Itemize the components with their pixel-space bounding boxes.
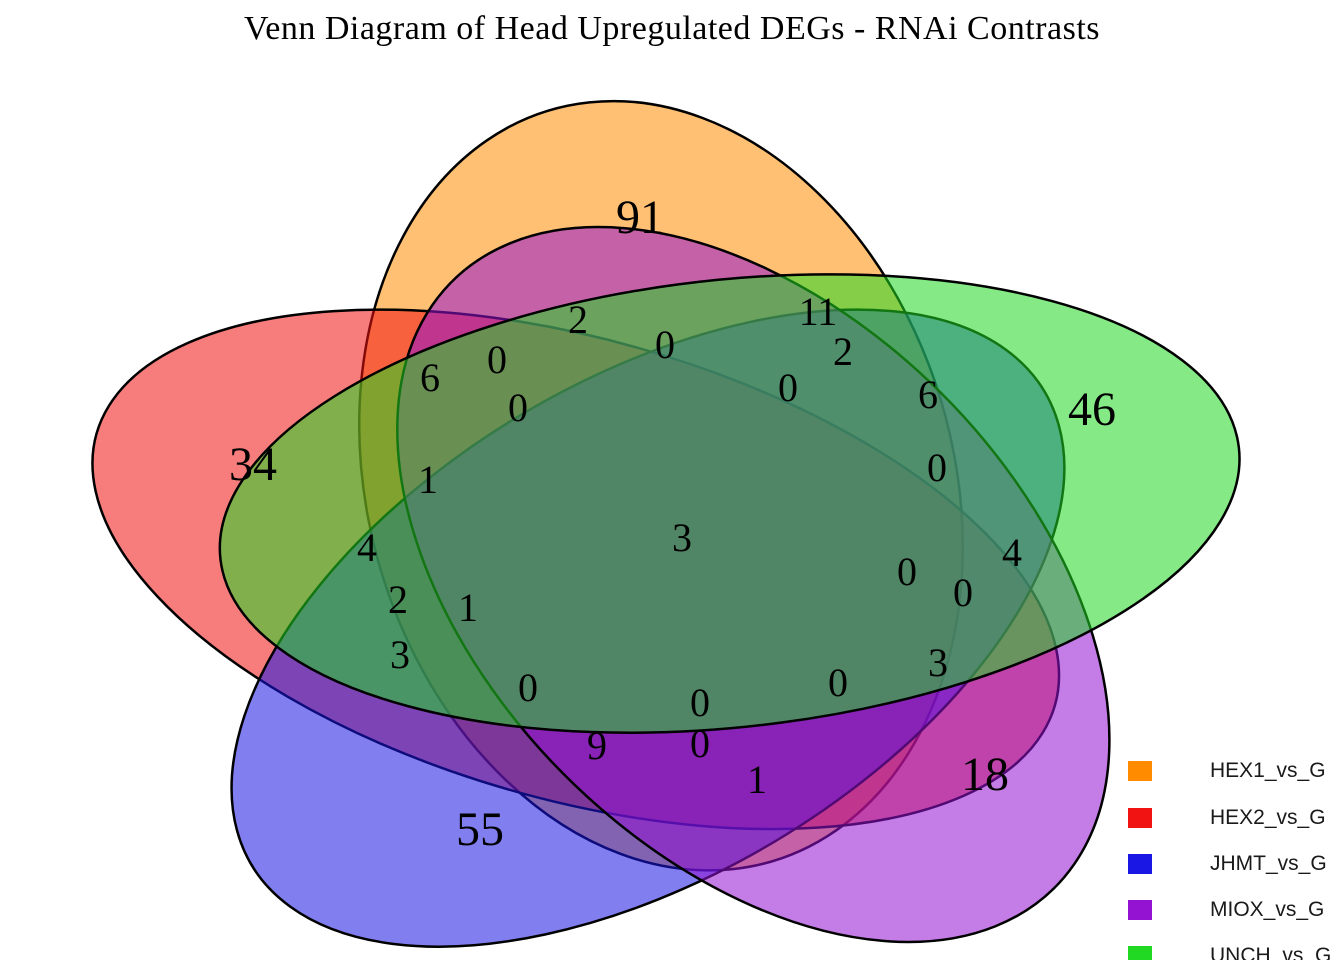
region-count: 6 (420, 355, 440, 400)
region-count: 2 (568, 297, 588, 342)
legend-item-hex2: HEX2_vs_G (1128, 806, 1326, 830)
region-count: 9 (587, 723, 607, 768)
region-count: 4 (357, 525, 377, 570)
region-count: 0 (953, 570, 973, 615)
legend-label-hex2: HEX2_vs_G (1210, 806, 1326, 829)
region-count: 3 (390, 632, 410, 677)
legend-label-unch: UNCH_vs_G (1210, 944, 1332, 960)
region-count: 0 (778, 365, 798, 410)
region-count: 0 (897, 549, 917, 594)
region-count: 1 (418, 457, 438, 502)
legend-item-unch: UNCH_vs_G (1128, 944, 1331, 960)
chart-title: Venn Diagram of Head Upregulated DEGs - … (243, 10, 1101, 47)
region-count: 55 (456, 803, 504, 856)
legend-label-hex1: HEX1_vs_G (1210, 759, 1326, 782)
legend-item-hex1: HEX1_vs_G (1128, 759, 1326, 783)
ellipse-unch (171, 217, 1288, 790)
region-count: 18 (961, 748, 1009, 801)
region-count: 0 (690, 680, 710, 725)
region-count: 0 (487, 337, 507, 382)
legend-label-miox: MIOX_vs_G (1210, 898, 1325, 921)
region-count: 3 (928, 640, 948, 685)
region-count: 4 (1002, 530, 1022, 575)
venn-ellipses (0, 71, 1288, 960)
region-count: 0 (655, 322, 675, 367)
region-count: 91 (616, 191, 664, 244)
legend-swatch-unch (1128, 946, 1152, 960)
legend-item-jhmt: JHMT_vs_G (1128, 852, 1327, 876)
region-count: 0 (518, 665, 538, 710)
region-count: 1 (458, 585, 478, 630)
region-count: 46 (1068, 383, 1116, 436)
legend-swatch-hex1 (1128, 761, 1152, 781)
region-count: 0 (927, 445, 947, 490)
region-count: 11 (798, 289, 838, 334)
region-count: 0 (508, 385, 528, 430)
legend-label-jhmt: JHMT_vs_G (1210, 852, 1327, 875)
region-count: 3 (672, 515, 692, 560)
legend-swatch-hex2 (1128, 808, 1152, 828)
legend-swatch-jhmt (1128, 854, 1152, 874)
region-count: 0 (828, 660, 848, 705)
region-count: 34 (229, 438, 277, 491)
region-count: 0 (690, 721, 710, 766)
legend-item-miox: MIOX_vs_G (1128, 898, 1324, 922)
legend-swatch-miox (1128, 900, 1152, 920)
region-count: 6 (918, 372, 938, 417)
region-count: 2 (388, 577, 408, 622)
region-count: 2 (833, 329, 853, 374)
region-count: 1 (747, 757, 767, 802)
